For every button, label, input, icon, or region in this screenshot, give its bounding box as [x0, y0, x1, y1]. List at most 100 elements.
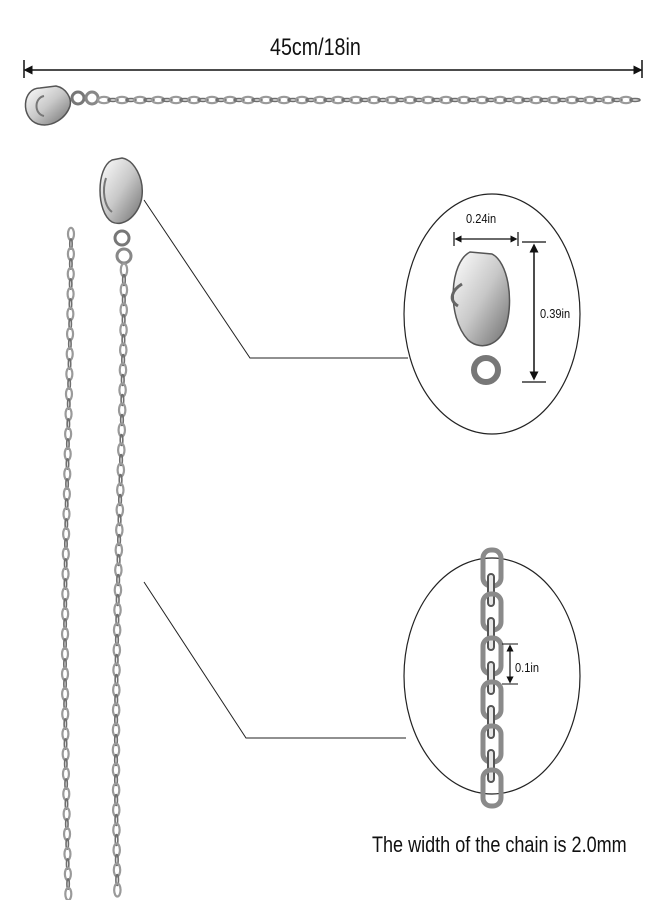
- chain-link: [64, 777, 69, 790]
- chain-link: [65, 477, 70, 490]
- chain-link: [66, 397, 71, 410]
- chain-link: [66, 246, 76, 262]
- chain-link: [61, 546, 70, 562]
- chain-link: [161, 97, 173, 103]
- chain-link: [119, 262, 129, 278]
- chain-link: [467, 97, 479, 103]
- chain-link: [65, 837, 70, 850]
- link-length-dimension: [502, 643, 518, 685]
- chain-link: [125, 97, 137, 103]
- chain-callout-line: [143, 581, 406, 739]
- chain-link: [222, 95, 238, 105]
- chain-link: [117, 422, 127, 438]
- chain-link: [112, 682, 121, 698]
- chain-link: [63, 577, 68, 590]
- chain-link: [64, 406, 73, 422]
- chain-link: [233, 97, 245, 103]
- chain-link: [618, 95, 634, 105]
- chain-link: [111, 802, 121, 818]
- chain-link: [63, 637, 68, 650]
- chain-link: [269, 97, 281, 103]
- chain-link: [150, 95, 166, 105]
- chain-link: [116, 462, 126, 478]
- chain-link: [438, 95, 454, 105]
- chain-link: [114, 562, 123, 578]
- chain-link: [96, 95, 112, 105]
- chain-link: [113, 602, 122, 618]
- chain-link: [66, 306, 75, 322]
- chain-link: [121, 273, 127, 287]
- chain-link: [240, 95, 256, 105]
- chain-link: [61, 746, 70, 762]
- chain-width-caption: The width of the chain is 2.0mm: [372, 832, 627, 857]
- chain-link: [113, 773, 119, 787]
- chain-link: [629, 97, 641, 103]
- chain-link: [539, 97, 551, 103]
- chain-link: [143, 97, 155, 103]
- chain-link: [431, 97, 443, 103]
- chain-link: [312, 95, 328, 105]
- chain-link: [61, 586, 70, 602]
- chain-link: [61, 766, 71, 782]
- chain-link: [485, 97, 497, 103]
- chain-link: [115, 522, 124, 538]
- horizontal-lobster-clasp: [24, 85, 100, 126]
- chain-link: [63, 677, 68, 690]
- chain-link: [67, 337, 72, 350]
- clasp-width-dimension: [453, 232, 519, 246]
- chain-link: [60, 626, 70, 642]
- chain-link: [114, 813, 119, 827]
- clasp-callout-line: [143, 199, 408, 359]
- chain-link: [487, 749, 495, 783]
- chain-link: [112, 842, 121, 858]
- chain-link: [114, 633, 120, 647]
- chain-detail-circle: [403, 547, 581, 809]
- chain-link: [113, 733, 119, 747]
- chain-link: [66, 266, 75, 282]
- chain-link: [120, 393, 125, 407]
- chain-link: [114, 833, 119, 847]
- chain-link: [116, 533, 122, 547]
- chain-link: [62, 526, 71, 542]
- chain-link: [456, 95, 472, 105]
- chain-link: [63, 866, 72, 882]
- chain-link: [287, 97, 299, 103]
- chain-link: [420, 95, 436, 105]
- chain-link: [65, 366, 74, 382]
- chain-link: [62, 826, 72, 842]
- chain-link: [116, 553, 121, 567]
- chain-link: [60, 666, 70, 682]
- chain-link: [487, 661, 495, 695]
- chain-link: [118, 382, 127, 398]
- chain-link: [60, 686, 70, 702]
- chain-link: [112, 822, 121, 838]
- chain-link: [114, 95, 130, 105]
- chain-link: [66, 417, 71, 430]
- chain-link: [575, 97, 587, 103]
- chain-link: [119, 282, 129, 298]
- chain-link: [107, 97, 119, 103]
- chain-link: [68, 257, 73, 270]
- chain-link: [115, 502, 125, 518]
- chain-link: [251, 97, 263, 103]
- chain-link: [611, 97, 623, 103]
- horizontal-chain: [96, 95, 641, 105]
- chain-link: [113, 753, 119, 767]
- chain-link: [204, 95, 220, 105]
- chain-link: [115, 873, 120, 887]
- chain-link: [118, 362, 128, 378]
- chain-link: [487, 705, 495, 739]
- chain-link: [113, 882, 122, 898]
- chain-link: [62, 786, 71, 802]
- chain-link: [66, 226, 76, 242]
- chain-link: [63, 597, 68, 610]
- chain-link: [62, 506, 71, 522]
- chain-link: [116, 482, 125, 498]
- chain-link: [384, 95, 400, 105]
- chain-link: [348, 95, 364, 105]
- chain-link: [111, 702, 121, 718]
- chain-link: [115, 613, 120, 627]
- chain-link: [111, 722, 121, 738]
- chain-link: [510, 95, 526, 105]
- chain-link: [119, 413, 125, 427]
